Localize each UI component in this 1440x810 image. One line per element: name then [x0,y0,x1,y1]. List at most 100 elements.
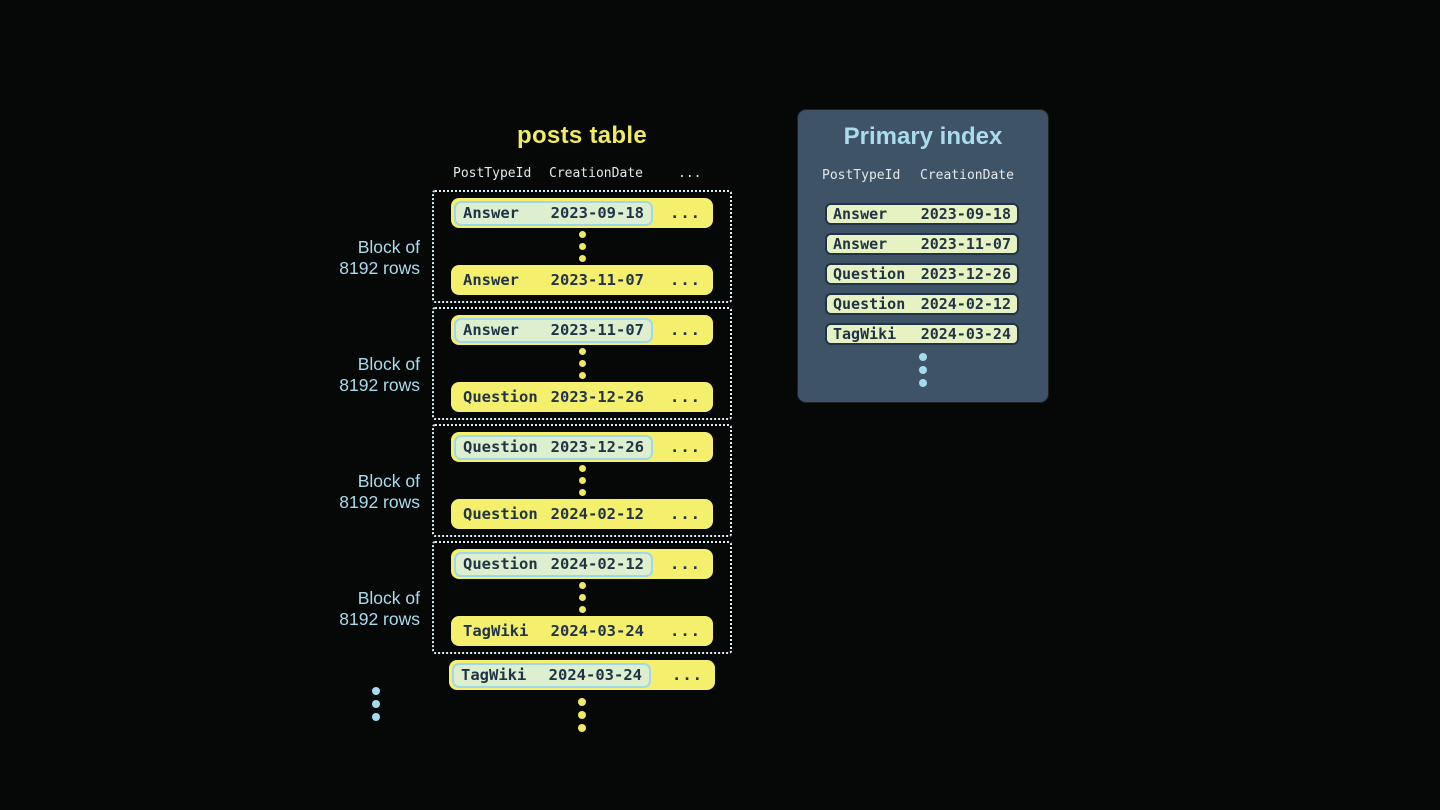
creation-date-cell: 2024-03-24 [550,622,644,640]
dot [372,713,380,721]
creation-date-cell: 2023-12-26 [550,388,644,406]
row-ellipsis: ... [672,666,703,684]
post-type-cell: Answer [833,205,888,223]
post-type-cell: Question [833,265,906,283]
table-row: TagWiki 2024-03-24... [449,660,715,690]
table-row: Question 2024-02-12... [451,549,713,579]
post-type-cell: Question [463,388,538,406]
creation-date-cell: 2023-09-18 [920,205,1011,223]
dot [578,372,586,379]
dot [578,489,586,496]
index-entry-row: TagWiki 2024-03-24 [825,323,1019,345]
dot [578,255,586,262]
dot [578,582,586,589]
post-type-cell: Question [463,555,538,573]
post-type-cell: Question [463,505,538,523]
dot [578,243,586,250]
index-entry-row: Question 2023-12-26 [825,263,1019,285]
index-entry-row: Answer 2023-09-18 [825,203,1019,225]
between-rows-dots [578,348,586,379]
dot [578,360,586,367]
row-block: Question 2024-02-12... TagWiki 2024-03-24..… [432,541,732,654]
primary-index-title: Primary index [843,123,1003,150]
row-ellipsis: ... [670,438,701,456]
dot [578,465,586,472]
column-header-ellipsis: ... [678,166,702,181]
blue-continuation-dots [372,687,380,721]
block-label-line2: 8192 rows [339,258,420,278]
indexed-key-highlight: TagWiki 2024-03-24 [452,662,651,688]
creation-date-cell: 2023-09-18 [550,204,644,222]
post-type-cell: Answer [833,235,888,253]
dot [919,353,927,361]
row-key: Question 2024-02-12 [454,502,653,527]
creation-date-cell: 2024-03-24 [920,325,1011,343]
creation-date-cell: 2024-03-24 [548,666,642,684]
dot [578,348,586,355]
dot [578,698,586,706]
column-header-creationdate: CreationDate [549,166,643,181]
dot [578,594,586,601]
row-ellipsis: ... [670,204,701,222]
index-column-header-creationdate: CreationDate [920,168,1014,183]
primary-index-column-headers: PostTypeId CreationDate [798,168,1048,186]
index-entry-row: Answer 2023-11-07 [825,233,1019,255]
between-rows-dots [578,465,586,496]
dot [919,366,927,374]
row-ellipsis: ... [670,505,701,523]
blocks-continuation-dots [372,687,380,721]
overflow-row-container: TagWiki 2024-03-24... [432,660,732,690]
column-header-posttypeid: PostTypeId [453,166,532,181]
posts-table-column-headers: PostTypeId CreationDate ... [432,166,732,186]
row-key: Question 2023-12-26 [454,385,653,410]
primary-index-panel: Primary index PostTypeId CreationDate An… [798,110,1048,402]
block-label-line1: Block of [357,354,420,374]
index-continuation-dots [798,353,1048,387]
dot [578,231,586,238]
index-entry-row: Question 2024-02-12 [825,293,1019,315]
dot [578,711,586,719]
creation-date-cell: 2024-02-12 [550,555,644,573]
dot [578,724,586,732]
block-label-line1: Block of [357,237,420,257]
post-type-cell: TagWiki [463,622,529,640]
row-ellipsis: ... [670,622,701,640]
dot [919,379,927,387]
post-type-cell: TagWiki [461,666,527,684]
creation-date-cell: 2023-12-26 [550,438,644,456]
row-ellipsis: ... [670,321,701,339]
dot [578,477,586,484]
row-ellipsis: ... [670,555,701,573]
post-type-cell: TagWiki [833,325,897,343]
creation-date-cell: 2024-02-12 [920,295,1011,313]
dot [578,606,586,613]
row-ellipsis: ... [670,271,701,289]
creation-date-cell: 2023-11-07 [550,321,644,339]
index-column-header-posttypeid: PostTypeId [822,168,901,183]
post-type-cell: Question [833,295,906,313]
yellow-continuation-dots [578,698,586,732]
creation-date-cell: 2023-12-26 [920,265,1011,283]
block-label-line2: 8192 rows [339,492,420,512]
posts-table-title: posts table [517,122,647,149]
creation-date-cell: 2023-11-07 [920,235,1011,253]
creation-date-cell: 2024-02-12 [550,505,644,523]
creation-date-cell: 2023-11-07 [550,271,644,289]
dot [372,687,380,695]
